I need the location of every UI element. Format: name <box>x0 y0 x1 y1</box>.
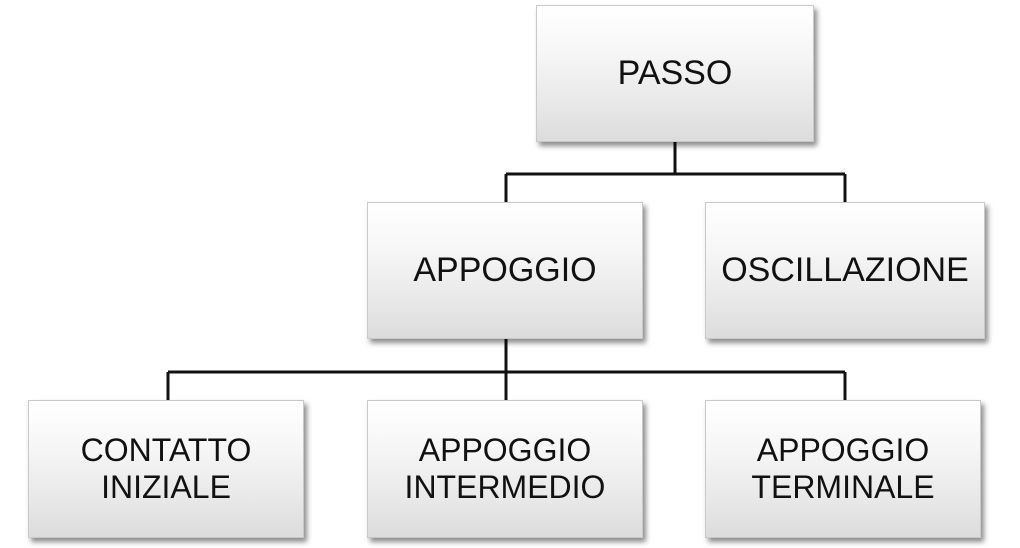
node-oscillazione-label: OSCILLAZIONE <box>721 250 969 289</box>
node-appoggio-terminale: APPOGGIO TERMINALE <box>705 400 981 538</box>
node-appoggio-intermedio: APPOGGIO INTERMEDIO <box>367 400 643 538</box>
node-appoggio-label: APPOGGIO <box>413 250 597 289</box>
node-appoggio-terminale-line2: TERMINALE <box>751 469 935 505</box>
node-appoggio: APPOGGIO <box>367 202 643 339</box>
node-passo-label: PASSO <box>617 53 733 92</box>
node-oscillazione: OSCILLAZIONE <box>705 202 985 339</box>
node-passo: PASSO <box>536 5 814 142</box>
node-appoggio-intermedio-text: APPOGGIO INTERMEDIO <box>405 432 606 506</box>
node-appoggio-terminale-text: APPOGGIO TERMINALE <box>751 432 934 506</box>
node-appoggio-intermedio-line1: APPOGGIO <box>418 432 592 469</box>
node-appoggio-terminale-line1: APPOGGIO <box>756 432 930 469</box>
node-contatto-iniziale-text: CONTATTO INIZIALE <box>81 432 252 506</box>
node-appoggio-intermedio-line2: INTERMEDIO <box>404 469 606 505</box>
node-contatto-iniziale-line1: CONTATTO <box>80 432 252 469</box>
node-contatto-iniziale: CONTATTO INIZIALE <box>28 400 304 538</box>
node-contatto-iniziale-line2: INIZIALE <box>101 469 231 505</box>
